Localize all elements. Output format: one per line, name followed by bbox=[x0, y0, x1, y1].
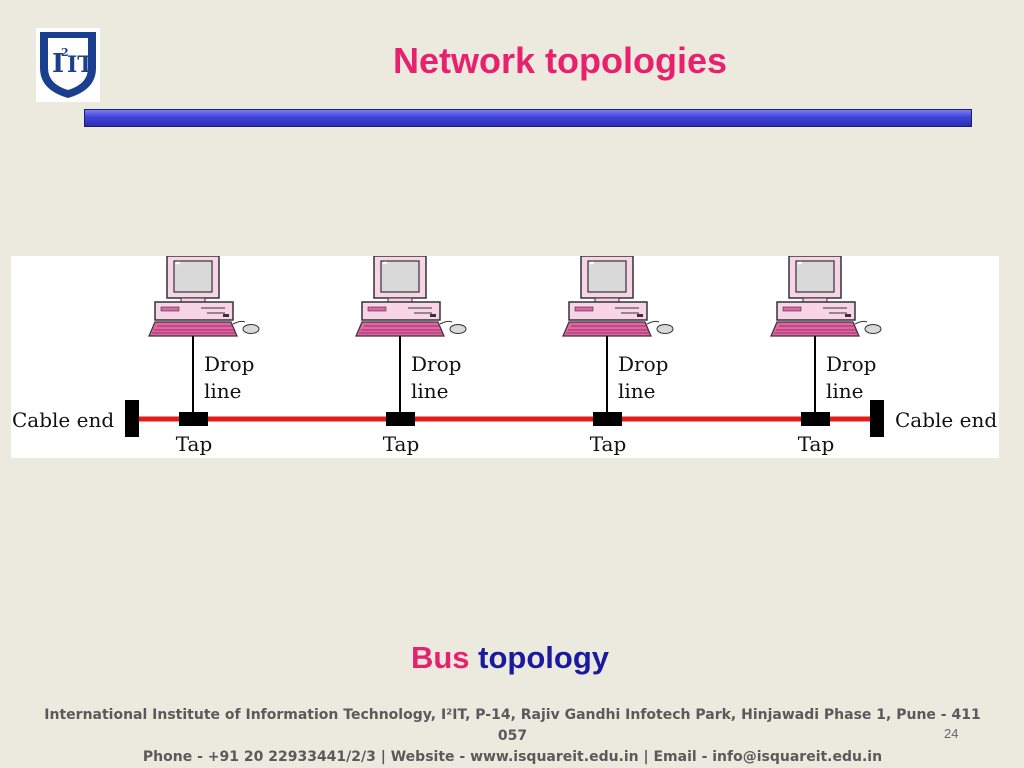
page-number: 24 bbox=[944, 726, 959, 741]
tap-label: Tap bbox=[176, 432, 213, 456]
title-underline-bar bbox=[84, 109, 972, 127]
drop-label: Drop bbox=[618, 352, 668, 376]
tap-label: Tap bbox=[798, 432, 835, 456]
tap-connector bbox=[593, 412, 622, 426]
drop-label: Drop bbox=[204, 352, 254, 376]
logo-shield-icon: I 2 IT bbox=[36, 28, 100, 102]
drop-line-label: line bbox=[826, 379, 864, 403]
cable-end-left-terminator bbox=[125, 400, 139, 437]
cable-end-right-label: Cable end bbox=[895, 408, 997, 432]
diagram-caption: Bus topology bbox=[340, 640, 680, 676]
computer-icon bbox=[355, 256, 467, 337]
cable-end-left-label: Cable end bbox=[12, 408, 114, 432]
footer-address: International Institute of Information T… bbox=[44, 707, 981, 744]
drop-line-label: line bbox=[618, 379, 656, 403]
tap-connector bbox=[386, 412, 415, 426]
footer-contact: Phone - +91 20 22933441/2/3 | Website - … bbox=[142, 749, 883, 765]
logo-text-i: I bbox=[52, 49, 64, 79]
drop-line-label: line bbox=[204, 379, 242, 403]
logo-text-sup: 2 bbox=[61, 46, 69, 59]
computer-icon bbox=[562, 256, 674, 337]
logo-text-it: IT bbox=[67, 52, 94, 78]
drop-label: Drop bbox=[411, 352, 461, 376]
footer: International Institute of Information T… bbox=[40, 705, 985, 768]
tap-connector bbox=[179, 412, 208, 426]
computer-icon bbox=[148, 256, 260, 337]
drop-line-label: line bbox=[411, 379, 449, 403]
cable-end-right-terminator bbox=[870, 400, 884, 437]
caption-topology: topology bbox=[478, 640, 610, 675]
caption-bus: Bus bbox=[410, 640, 470, 675]
tap-label: Tap bbox=[383, 432, 420, 456]
slide-title: Network topologies bbox=[392, 40, 728, 81]
computer-icon bbox=[770, 256, 882, 337]
drop-label: Drop bbox=[826, 352, 876, 376]
tap-label: Tap bbox=[590, 432, 627, 456]
institute-logo: I 2 IT bbox=[36, 28, 100, 102]
tap-connector bbox=[801, 412, 830, 426]
